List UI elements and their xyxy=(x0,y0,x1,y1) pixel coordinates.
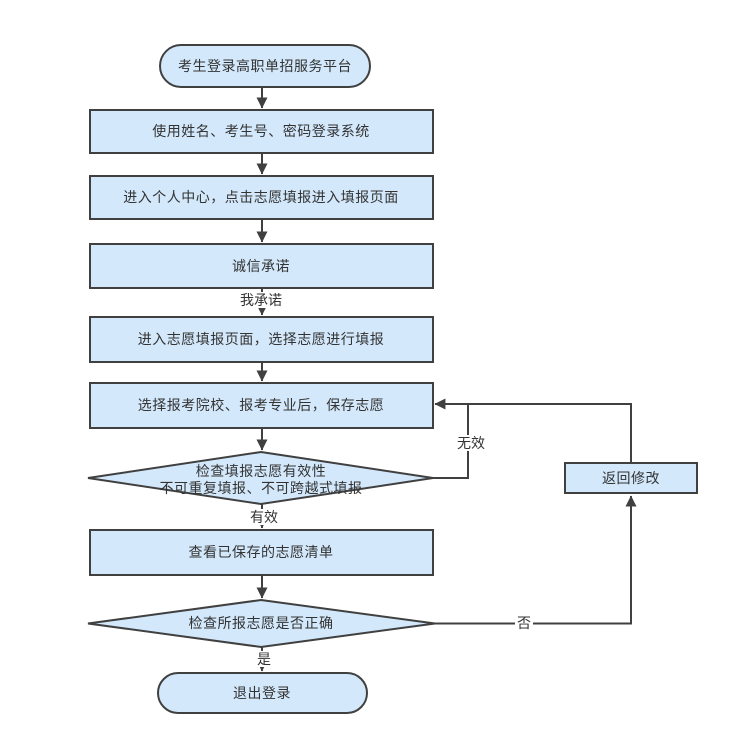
process-personal-center-label: 进入个人中心，点击志愿填报进入填报页面 xyxy=(123,189,399,205)
process-view-saved-list-label: 查看已保存的志愿清单 xyxy=(189,544,334,560)
process-personal-center-node xyxy=(89,175,434,220)
edge-label-yes: 是 xyxy=(257,651,271,667)
process-select-and-save-label: 选择报考院校、报考专业后，保存志愿 xyxy=(138,397,385,413)
edge-no-branch xyxy=(435,495,637,625)
start-node xyxy=(159,44,371,88)
edge-label-no: 否 xyxy=(517,615,531,631)
edge-label-no-bg xyxy=(515,615,533,631)
end-node-label: 退出登录 xyxy=(233,685,291,701)
edge-label-promise-bg xyxy=(236,292,287,308)
edge-label-promise: 我承诺 xyxy=(240,292,282,308)
end-node xyxy=(157,672,368,714)
decision-validity-check-label-line2: 不可重复填报、不可跨越式填报 xyxy=(160,480,363,496)
process-view-saved-list-node xyxy=(89,529,434,576)
process-integrity-pledge-node xyxy=(89,243,434,289)
process-return-modify-label: 返回修改 xyxy=(602,470,660,486)
process-select-and-save-node xyxy=(89,382,434,429)
edge-label-valid-bg xyxy=(247,509,281,525)
edge-label-invalid: 无效 xyxy=(457,435,485,451)
decision-correctness-check-label: 检查所报志愿是否正确 xyxy=(189,615,334,631)
start-node-label: 考生登录高职单招服务平台 xyxy=(178,58,352,74)
decision-validity-check-label-line1: 检查填报志愿有效性 xyxy=(196,463,327,479)
edge-invalid-branch xyxy=(433,404,469,479)
decision-correctness-check-node xyxy=(87,598,436,649)
edge-label-invalid-bg xyxy=(454,435,489,451)
edge-label-yes-bg xyxy=(255,651,273,667)
edge-label-valid: 有效 xyxy=(250,509,278,525)
process-login-label: 使用姓名、考生号、密码登录系统 xyxy=(152,123,370,139)
process-login-node xyxy=(89,109,434,154)
process-integrity-pledge-label: 诚信承诺 xyxy=(232,258,290,274)
decision-validity-check-node xyxy=(87,450,434,506)
process-enter-filling-page-node xyxy=(89,316,434,363)
edge-return-modify-to-select-save xyxy=(434,398,632,463)
process-return-modify-node xyxy=(564,462,698,494)
process-enter-filling-page-label: 进入志愿填报页面，选择志愿进行填报 xyxy=(138,331,385,347)
